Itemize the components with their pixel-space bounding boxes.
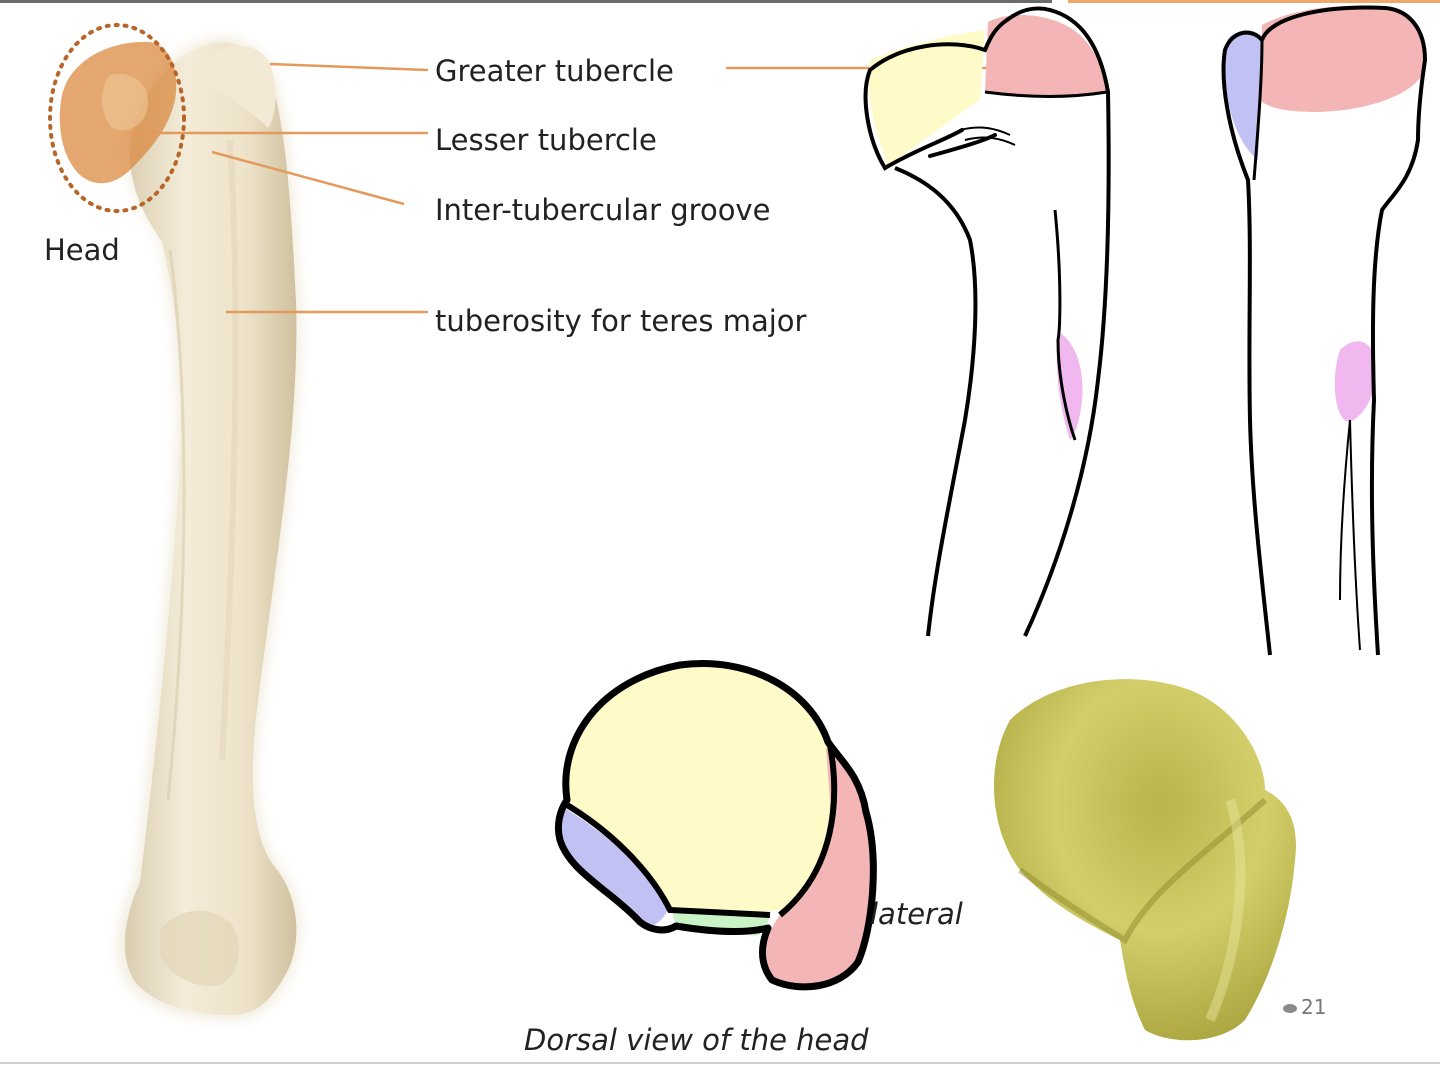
humerus-drawing-anterior: [1221, 5, 1428, 656]
humerus-drawing-lateral: [863, 6, 1111, 637]
bottom-rule: [0, 1062, 1440, 1064]
label-teres-major: tuberosity for teres major: [435, 304, 807, 338]
label-lateral: lateral: [870, 897, 963, 931]
slide-number-dot: [1283, 1004, 1297, 1013]
label-lesser-tubercle: Lesser tubercle: [435, 123, 657, 157]
label-inter-tubercular-groove: Inter-tubercular groove: [435, 193, 771, 227]
label-greater-tubercle: Greater tubercle: [435, 54, 674, 88]
slide-number: 21: [1283, 995, 1326, 1019]
top-rule-orange: [1068, 0, 1440, 3]
top-rule-gray: [0, 0, 1052, 3]
humerus-photo: [48, 23, 301, 1020]
dorsal-head-drawing: [554, 660, 877, 991]
slide-number-text: 21: [1301, 995, 1327, 1019]
label-head: Head: [44, 233, 120, 267]
dorsal-head-photo: [993, 679, 1296, 1041]
caption-dorsal-view: Dorsal view of the head: [524, 1023, 869, 1057]
